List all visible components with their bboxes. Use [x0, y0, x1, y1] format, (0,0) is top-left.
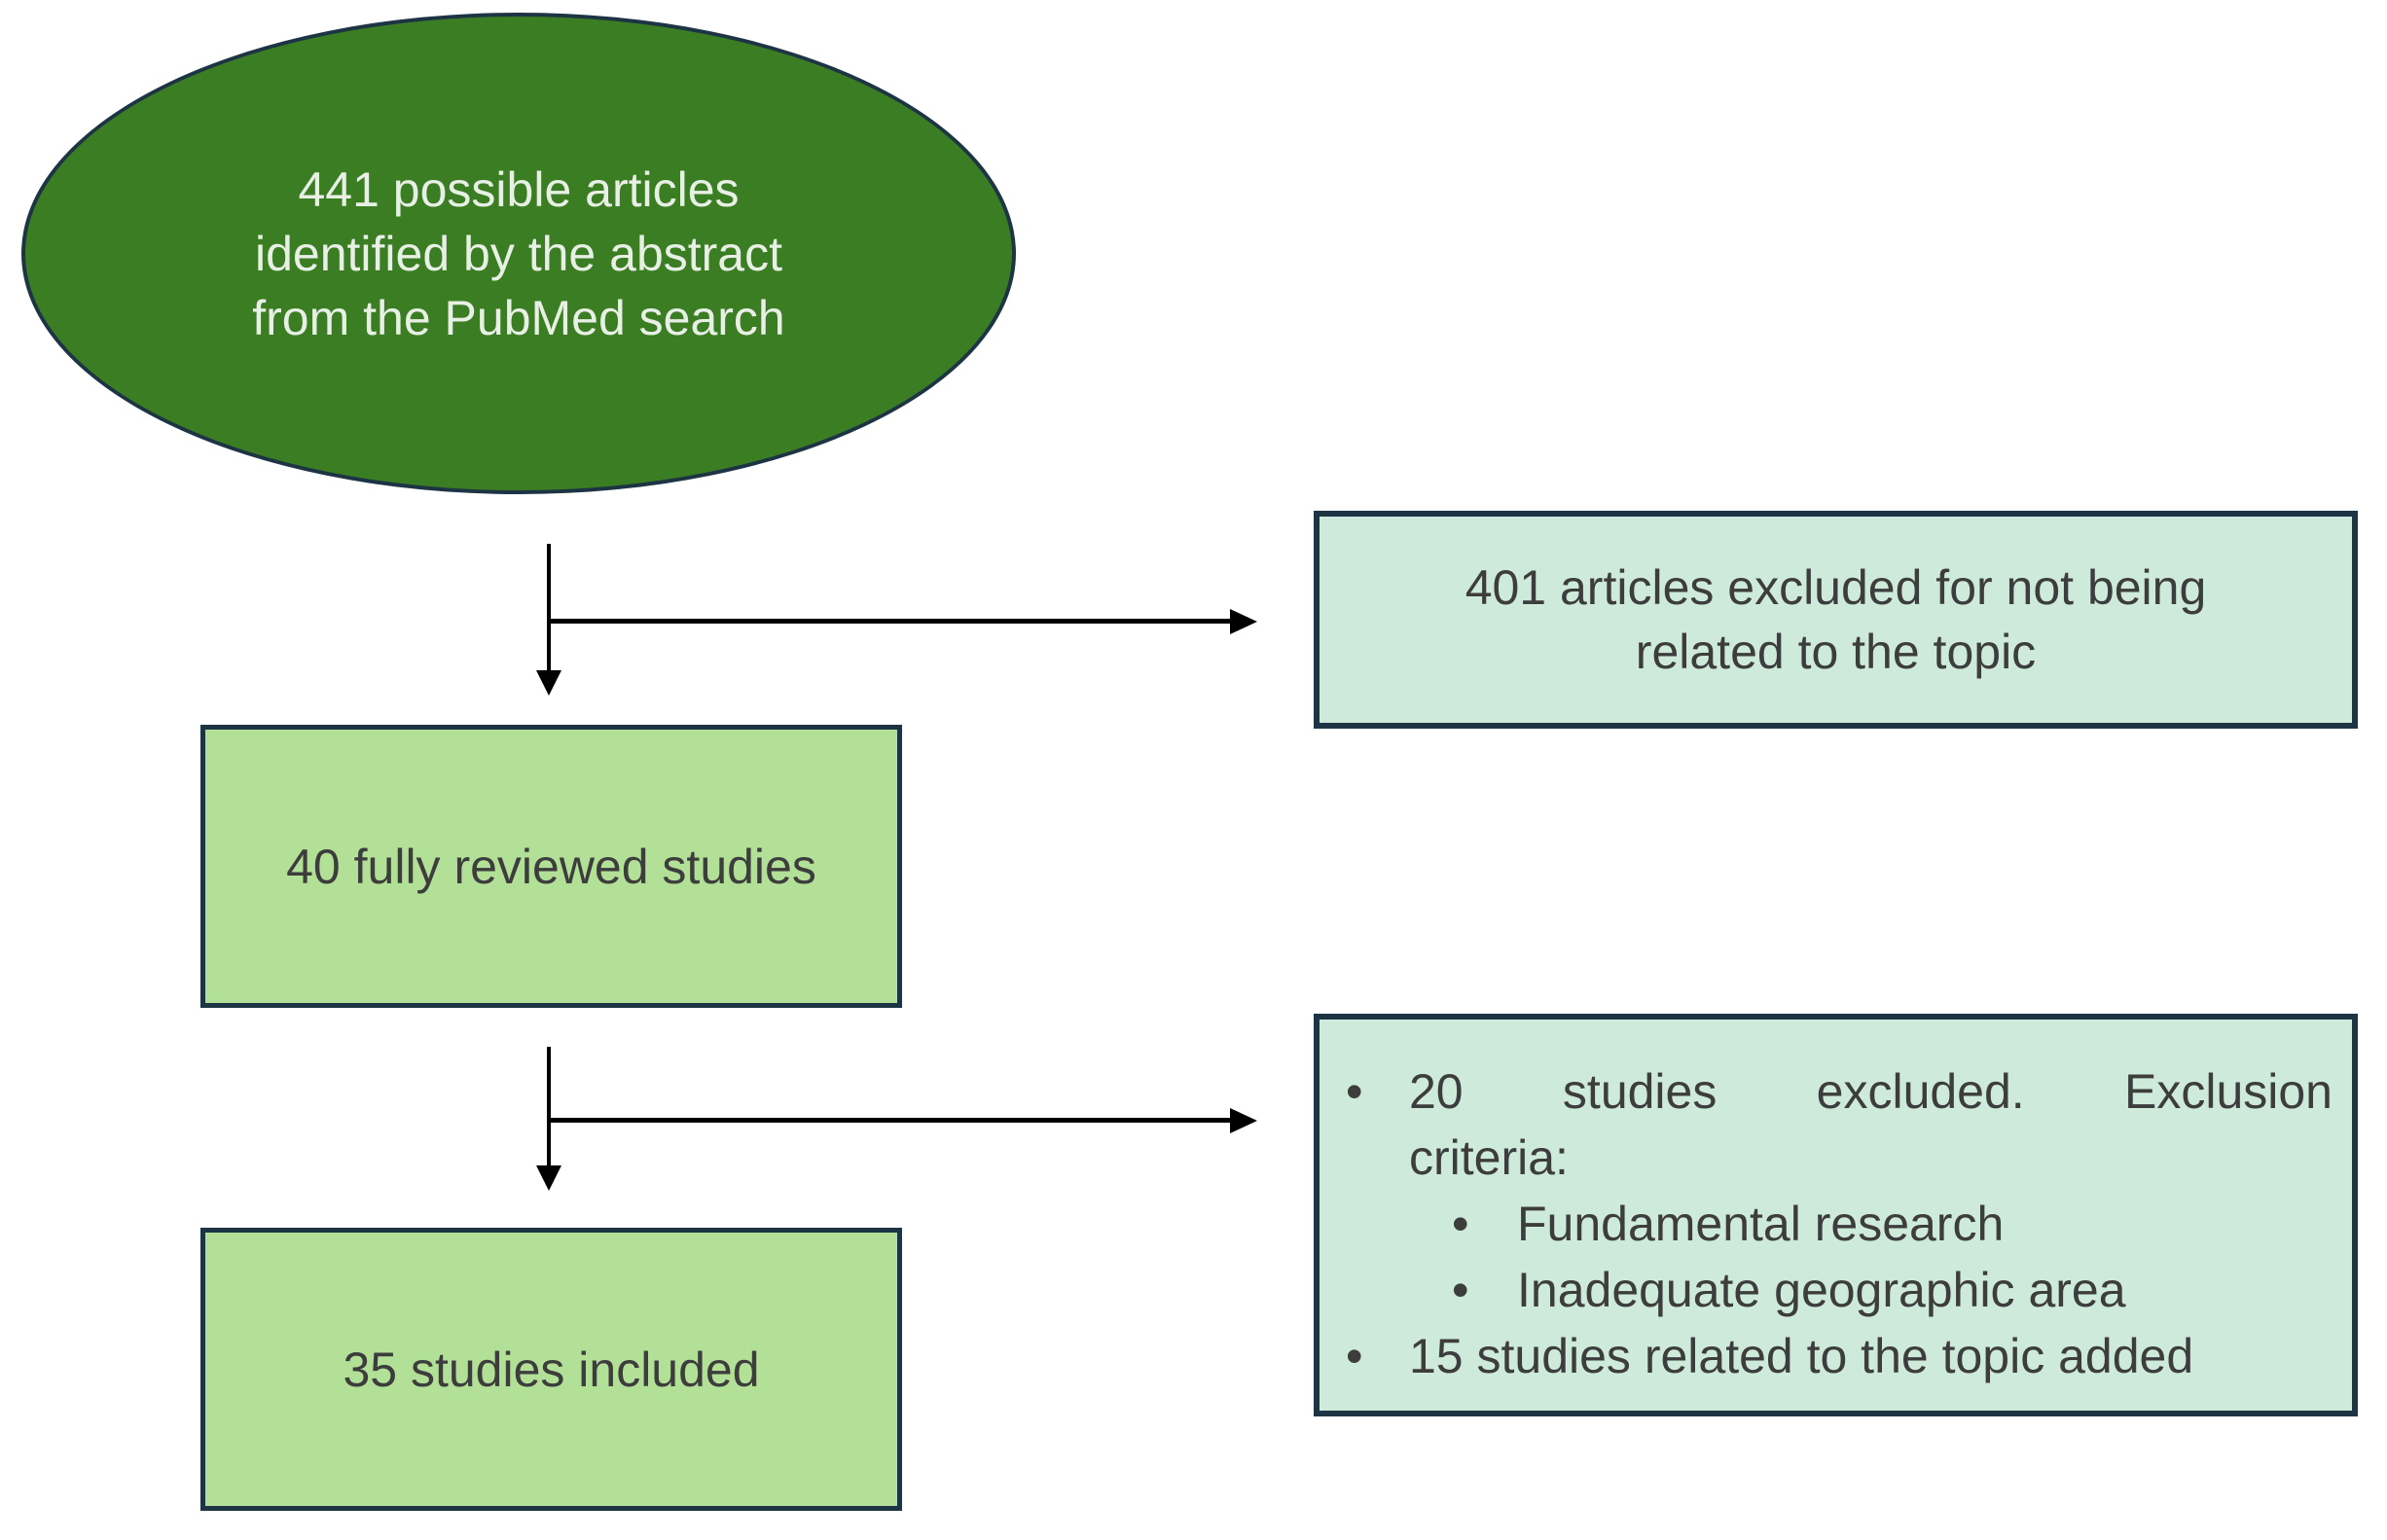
- box-fully-reviewed-studies: 40 fully reviewed studies: [200, 725, 902, 1008]
- arrow-down-1-shaft: [547, 544, 551, 672]
- bullet-text-studies-excluded: 20 studies excluded. Exclusion: [1409, 1064, 2333, 1119]
- arrow-right-2-shaft: [547, 1118, 1230, 1123]
- ellipse-line-2: identified by the abstract: [255, 226, 782, 281]
- arrow-down-2-shaft: [547, 1047, 551, 1166]
- sub-bullet-line-inadequate-geographic-area: • Inadequate geographic area: [1320, 1257, 2352, 1323]
- ellipse-line-3: from the PubMed search: [252, 290, 785, 345]
- box-studies-included: 35 studies included: [200, 1228, 902, 1511]
- bullet-line-criteria: criteria:: [1320, 1125, 2352, 1191]
- bullet-icon: •: [1346, 1064, 1363, 1119]
- arrow-right-1-head-icon: [1230, 609, 1257, 634]
- arrow-right-1-shaft: [547, 619, 1230, 624]
- box-studies-excluded-criteria: • 20 studies excluded. Exclusion criteri…: [1314, 1014, 2358, 1416]
- bullet-text-criteria: criteria:: [1409, 1130, 1569, 1185]
- arrow-right-2-head-icon: [1230, 1108, 1257, 1133]
- bullet-icon: •: [1452, 1197, 1469, 1251]
- arrow-down-2-head-icon: [536, 1165, 561, 1191]
- bullet-text-studies-added: 15 studies related to the topic added: [1409, 1329, 2194, 1383]
- bullet-line-studies-added: • 15 studies related to the topic added: [1320, 1323, 2352, 1389]
- bullet-icon: •: [1346, 1329, 1363, 1383]
- bullet-line-studies-excluded: • 20 studies excluded. Exclusion: [1320, 1058, 2352, 1125]
- box-studies-included-label: 35 studies included: [343, 1342, 760, 1397]
- box-fully-reviewed-studies-label: 40 fully reviewed studies: [286, 839, 816, 894]
- arrow-down-1-head-icon: [536, 670, 561, 696]
- sub-bullet-text-inadequate-geographic-area: Inadequate geographic area: [1517, 1263, 2126, 1317]
- box-articles-excluded: 401 articles excluded for not being rela…: [1314, 511, 2358, 729]
- bullet-icon: •: [1452, 1263, 1469, 1317]
- ellipse-line-1: 441 possible articles: [298, 161, 740, 217]
- box-articles-excluded-line-1: 401 articles excluded for not being: [1465, 560, 2207, 615]
- sub-bullet-text-fundamental-research: Fundamental research: [1517, 1197, 2005, 1251]
- sub-bullet-line-fundamental-research: • Fundamental research: [1320, 1191, 2352, 1257]
- box-articles-excluded-line-2: related to the topic: [1635, 625, 2037, 679]
- ellipse-identified-articles: 441 possible articles identified by the …: [21, 13, 1016, 494]
